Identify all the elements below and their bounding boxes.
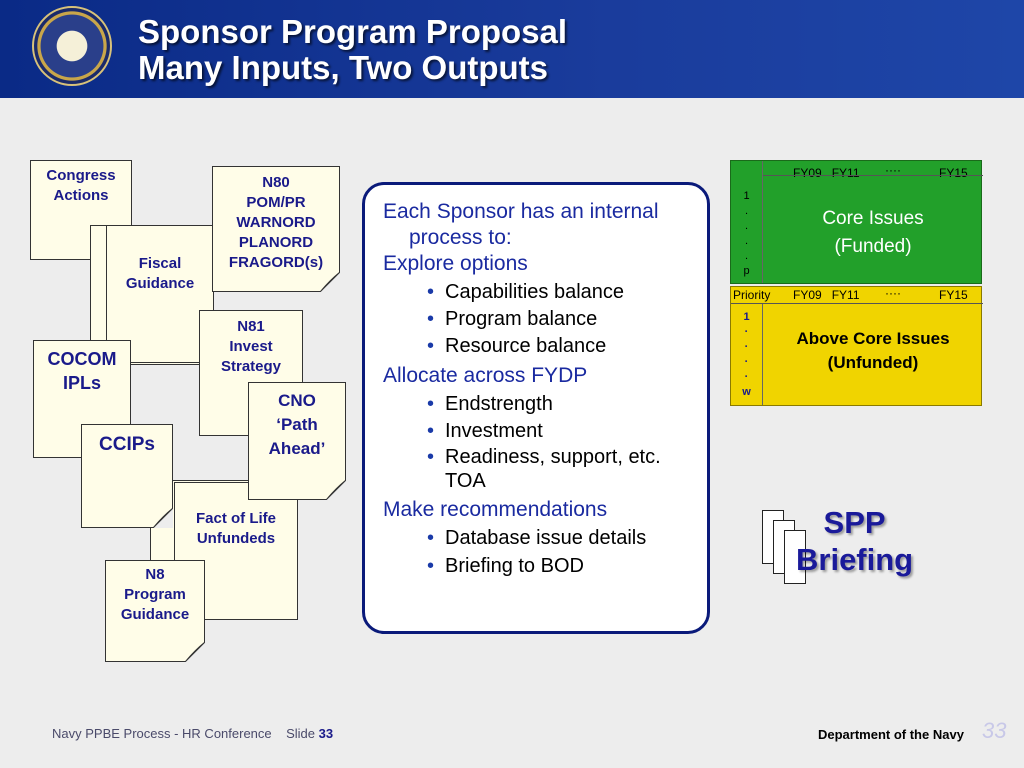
page-curl-icon <box>153 508 173 528</box>
navy-seal-logo <box>32 6 112 86</box>
bullet-item: Resource balance <box>383 333 606 360</box>
section-heading: Explore options <box>383 252 528 275</box>
slide-title: Sponsor Program Proposal Many Inputs, Tw… <box>138 13 568 86</box>
bullet-item: Briefing to BOD <box>383 553 584 580</box>
page-number: 33 <box>982 718 1007 743</box>
above-core-issues-table: Priority FY09 FY11 ···· FY15 1 · · · · w… <box>730 286 983 406</box>
priority-column: 1 . . . . p <box>731 161 763 283</box>
bullet-item: Investment <box>383 418 543 445</box>
cno-path-ahead-doc: CNO ‘Path Ahead’ <box>248 382 346 500</box>
page-curl-icon <box>185 642 205 662</box>
title-bar: Sponsor Program Proposal Many Inputs, Tw… <box>0 0 1024 98</box>
page-curl-icon <box>320 272 340 292</box>
section-heading: Allocate across FYDP <box>383 364 588 387</box>
priority-column: 1 · · · · w <box>731 304 763 405</box>
fact-of-life-unfundeds-doc: Fact of Life Unfundeds <box>174 482 298 620</box>
footer-text: Navy PPBE Process - HR Conference Slide … <box>52 726 334 741</box>
footer-department: Department of the Navy <box>818 727 964 742</box>
section-heading: Make recommendations <box>383 498 608 521</box>
core-issues-table: FY09 FY11 ···· FY15 1 . . . . p Core Iss… <box>730 160 983 284</box>
core-issues-label: Core Issues (Funded) <box>822 208 924 257</box>
sponsor-process-box: Each Sponsor has an internal process to:… <box>362 182 710 634</box>
n80-warnord-doc: N80 POM/PR WARNORD PLANORD FRAGORD(s) <box>212 166 340 292</box>
bullet-item: Endstrength <box>383 391 553 418</box>
ccips-doc: CCIPs <box>81 424 173 528</box>
briefing-page-icon <box>784 530 806 584</box>
process-intro: Each Sponsor has an internal process to: <box>383 200 659 249</box>
congress-actions-doc: Congress Actions <box>30 160 132 260</box>
n8-program-guidance-doc: N8 Program Guidance <box>105 560 205 662</box>
page-curl-icon <box>326 480 346 500</box>
bullet-item: Database issue details <box>383 525 646 552</box>
bullet-item: Capabilities balance <box>383 279 624 306</box>
above-core-issues-label: Above Core Issues (Unfunded) <box>796 329 950 372</box>
bullet-item: Readiness, support, etc. TOA <box>383 445 673 493</box>
spp-briefing-label: SPP Briefing <box>796 505 914 577</box>
bullet-item: Program balance <box>383 306 597 333</box>
